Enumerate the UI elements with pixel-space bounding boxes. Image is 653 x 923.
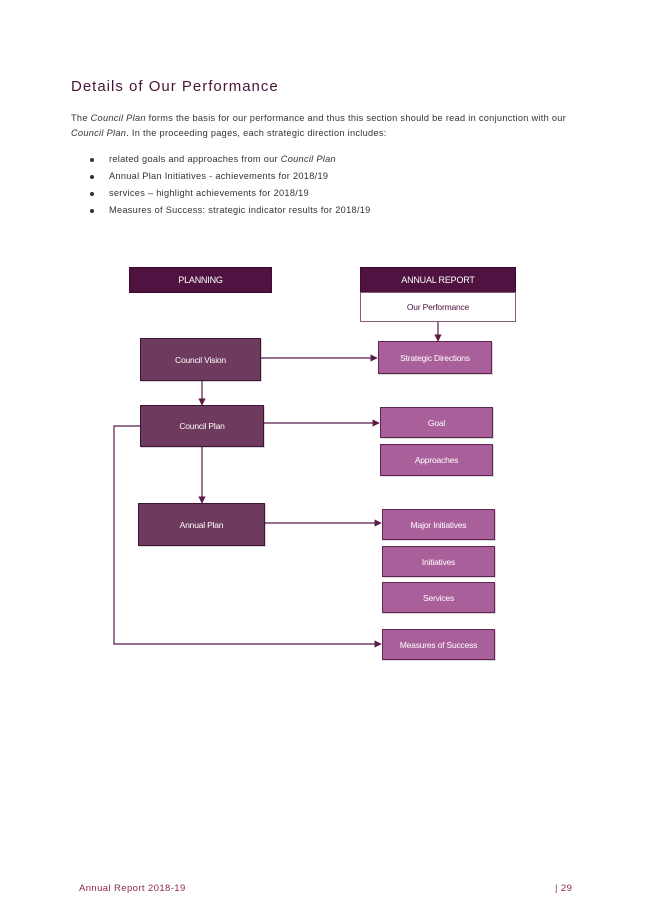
intro-council-plan-1: Council Plan: [90, 113, 146, 123]
initiatives-box: Initiatives: [382, 546, 495, 577]
our-performance-box: Our Performance: [360, 292, 516, 322]
bullet-text: related goals and approaches from our: [109, 154, 281, 164]
bullet-text: Measures of Success: strategic indicator…: [109, 205, 371, 215]
annual-plan-box: Annual Plan: [138, 503, 265, 546]
goal-box: Goal: [380, 407, 493, 438]
arrow-plan-to-measures: [113, 425, 382, 648]
annual-report-header: ANNUAL REPORT: [360, 267, 516, 293]
bullet-text: services – highlight achievements for 20…: [109, 188, 309, 198]
services-box: Services: [382, 582, 495, 613]
footer-report-title: Annual Report 2018-19: [79, 883, 186, 894]
planning-header: PLANNING: [129, 267, 272, 293]
footer-page-number: | 29: [555, 883, 573, 894]
page-heading: Details of Our Performance: [71, 78, 279, 95]
intro-council-plan-2: Council Plan: [71, 128, 127, 138]
intro-text-1: The: [71, 113, 91, 123]
council-vision-box: Council Vision: [140, 338, 261, 381]
intro-text-2: forms the basis for our performance and …: [145, 113, 567, 123]
council-plan-box: Council Plan: [140, 405, 264, 447]
bullet-item: Measures of Success: strategic indicator…: [71, 202, 371, 219]
bullet-item: Annual Plan Initiatives - achievements f…: [71, 168, 371, 185]
strategic-directions-box: Strategic Directions: [378, 341, 492, 374]
bullet-list: related goals and approaches from our Co…: [71, 151, 371, 219]
major-initiatives-box: Major Initiatives: [382, 509, 495, 540]
approaches-box: Approaches: [380, 444, 493, 476]
intro-text-3: . In the proceeding pages, each strategi…: [126, 128, 387, 138]
bullet-text: Annual Plan Initiatives - achievements f…: [109, 171, 329, 181]
bullet-emphasis: Council Plan: [280, 154, 336, 164]
bullet-item: services – highlight achievements for 20…: [71, 185, 371, 202]
bullet-item: related goals and approaches from our Co…: [71, 151, 371, 168]
intro-paragraph: The Council Plan forms the basis for our…: [71, 111, 576, 141]
measures-of-success-box: Measures of Success: [382, 629, 495, 660]
